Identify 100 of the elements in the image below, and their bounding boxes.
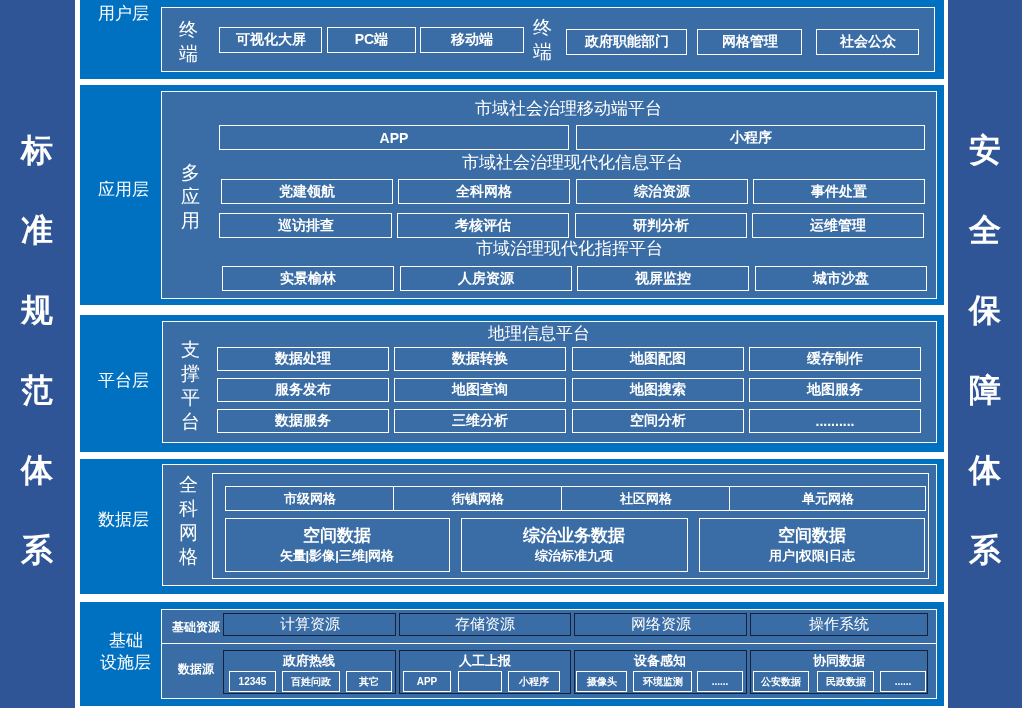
layer-label: 用户层: [97, 4, 149, 24]
layer-panel: [161, 609, 937, 699]
vertical-label: 支撑平台: [180, 338, 200, 434]
layer-panel: [161, 7, 935, 72]
source-box: ......: [697, 671, 743, 692]
source-box: 环境监测: [633, 671, 692, 692]
layer-label: 数据层: [97, 510, 149, 530]
module-box: PC端: [327, 27, 416, 53]
grid-cell: 单元网格: [729, 486, 926, 511]
module-box: 全科网格: [398, 179, 570, 204]
module-box: ..........: [749, 409, 921, 433]
source-box: 12345: [229, 671, 276, 692]
layer-panel: [162, 464, 937, 586]
grid-cell: 街镇网格: [393, 486, 562, 511]
row-label: 数据源: [178, 662, 214, 676]
module-box: 网格管理: [697, 29, 802, 55]
module-box: 空间分析: [572, 409, 744, 433]
side-band: [0, 0, 75, 708]
source-box: 百姓问政: [282, 671, 340, 692]
module-box: 地图配图: [572, 347, 744, 371]
module-box: 运维管理: [752, 213, 924, 238]
platform-heading: 市域社会治理移动端平台: [474, 99, 662, 119]
group-box: [399, 650, 571, 694]
vertical-label: 多应用: [180, 161, 200, 233]
module-box: 可视化大屏: [219, 27, 322, 53]
data-title: 空间数据: [303, 526, 371, 546]
vertical-label: 安全保障体系: [968, 131, 1002, 570]
data-title: 综治业务数据: [523, 526, 625, 546]
data-subtitle: 用户|权限|日志: [769, 548, 855, 564]
module-box: 城市沙盘: [755, 266, 927, 291]
module-box: 视屏监控: [577, 266, 749, 291]
source-box: ......: [880, 671, 926, 692]
module-box: 实景榆林: [222, 266, 394, 291]
module-box: 地图服务: [749, 378, 921, 402]
module-box: 研判分析: [575, 213, 747, 238]
module-box: 综治资源: [576, 179, 748, 204]
layer-band: [80, 602, 944, 706]
group-box: [750, 650, 928, 694]
vertical-label: 终端: [178, 18, 198, 66]
module-box: 缓存制作: [749, 347, 921, 371]
data-title: 空间数据: [778, 526, 846, 546]
side-band: [948, 0, 1022, 708]
grid-cell: 社区网格: [561, 486, 730, 511]
vertical-label: 全科网格: [178, 473, 198, 569]
platform-heading: 市域治理现代化指挥平台: [475, 239, 663, 259]
module-box: 地图搜索: [572, 378, 744, 402]
module-box: 巡访排查: [219, 213, 392, 238]
module-box: 移动端: [420, 27, 524, 53]
layer-label: 基础设施层: [100, 630, 152, 674]
group-title: 政府热线: [283, 653, 335, 669]
module-box: 三维分析: [394, 409, 566, 433]
layer-label: 平台层: [97, 371, 149, 391]
platform-heading: 地理信息平台: [488, 324, 590, 344]
resource-box: 操作系统: [750, 613, 928, 636]
source-box: 摄像头: [576, 671, 627, 692]
group-box: [574, 650, 747, 694]
module-box: 社会公众: [816, 29, 919, 55]
inner-frame: [212, 473, 929, 579]
layer-band: [80, 85, 944, 305]
module-box: 服务发布: [217, 378, 389, 402]
module-box: 政府职能部门: [566, 29, 687, 55]
module-box: 事件处置: [753, 179, 925, 204]
source-box: 民政数据: [817, 671, 874, 692]
layer-label: 应用层: [97, 180, 149, 200]
resource-box: 网络资源: [574, 613, 747, 636]
group-title: 人工上报: [459, 653, 511, 669]
module-box: 人房资源: [400, 266, 572, 291]
data-box: [699, 518, 925, 572]
resource-box: 存储资源: [399, 613, 571, 636]
row-label: 基础资源: [172, 620, 220, 634]
vertical-label: 终端: [532, 16, 552, 64]
module-box: APP: [219, 125, 569, 150]
layer-band: [80, 459, 944, 594]
source-box: 小程序: [508, 671, 560, 692]
layer-band: [80, 315, 944, 452]
group-box: [223, 650, 396, 694]
data-box: [461, 518, 688, 572]
resource-box: 计算资源: [223, 613, 396, 636]
source-box: 公安数据: [753, 671, 809, 692]
layer-panel: [161, 91, 937, 299]
empty-box: [458, 671, 502, 692]
module-box: 地图查询: [394, 378, 566, 402]
source-box: 其它: [346, 671, 392, 692]
data-box: [225, 518, 450, 572]
group-title: 设备感知: [634, 653, 686, 669]
grid-cell: 市级网格: [225, 486, 394, 511]
module-box: 考核评估: [397, 213, 569, 238]
data-subtitle: 综治标准九项: [535, 548, 613, 564]
module-box: 小程序: [576, 125, 925, 150]
layer-band: [80, 0, 944, 79]
module-box: 数据处理: [217, 347, 389, 371]
module-box: 数据转换: [394, 347, 566, 371]
vertical-label: 标准规范体系: [20, 131, 54, 570]
source-box: APP: [403, 671, 451, 692]
module-box: 数据服务: [217, 409, 389, 433]
platform-heading: 市域社会治理现代化信息平台: [461, 153, 683, 173]
group-title: 协同数据: [813, 653, 865, 669]
layer-panel: [162, 321, 937, 443]
module-box: 党建领航: [221, 179, 393, 204]
data-subtitle: 矢量|影像|三维|网格: [279, 548, 395, 564]
